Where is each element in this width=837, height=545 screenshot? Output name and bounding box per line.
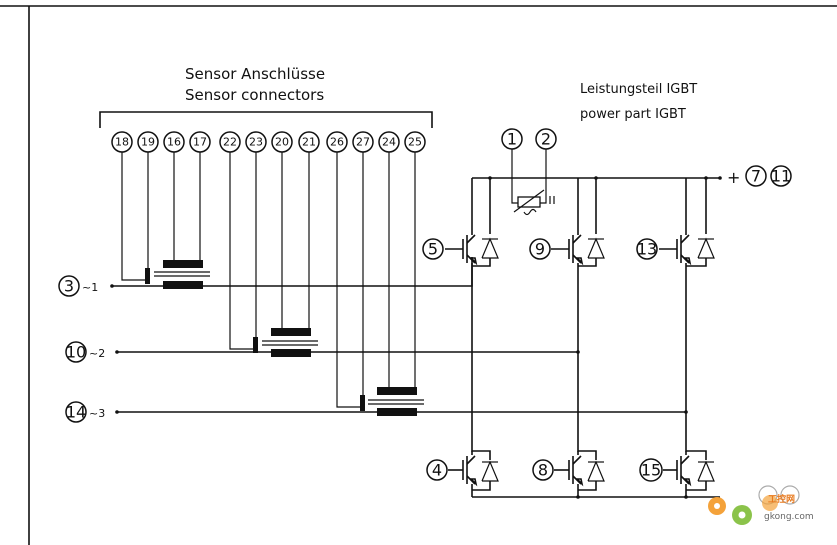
igbt-leg-1: 5 4 [422,178,499,497]
gkong-watermark: 工控网 gkong.com [708,493,814,525]
svg-text:1: 1 [507,130,517,149]
power-title-en: power part IGBT [580,107,686,122]
svg-text:27: 27 [356,136,370,149]
phase-terminal-3: 14 ~3 [65,401,688,423]
current-sensor-3 [336,152,424,416]
svg-text:4: 4 [432,461,442,480]
current-sensor-2 [229,152,318,357]
svg-text:2: 2 [541,130,551,149]
watermark-url: gkong.com [764,512,814,522]
thermistor: 1 2 [501,128,557,216]
svg-text:14: 14 [66,403,86,422]
svg-text:8: 8 [538,461,548,480]
connector-25: 25 [404,131,426,153]
phase-terminal-1: 3 ~1 [58,257,473,297]
connector-26: 26 [326,131,348,153]
svg-text:3: 3 [64,277,74,296]
dc-positive-rail: + 7 11 [472,165,792,187]
svg-text:7: 7 [751,167,761,186]
svg-text:21: 21 [302,136,316,149]
connector-23: 23 [245,131,267,153]
connector-20: 20 [271,131,293,153]
svg-text:~1: ~1 [82,281,98,294]
svg-text:23: 23 [249,136,263,149]
connector-22: 22 [219,131,241,153]
sensor-title-de: Sensor Anschlüsse [185,65,325,83]
connector-17: 17 [189,131,211,153]
svg-text:17: 17 [193,136,207,149]
sensor-title-en: Sensor connectors [185,86,324,104]
svg-text:15: 15 [641,461,661,480]
svg-text:16: 16 [167,136,181,149]
connector-27: 27 [352,131,374,153]
connector-row: 18 19 16 17 22 23 20 21 26 27 24 25 [111,131,426,153]
svg-text:24: 24 [382,136,396,149]
svg-text:25: 25 [408,136,422,149]
igbt-leg-3: 13 15 [636,178,715,497]
svg-text:+: + [727,168,740,187]
gear-icon [708,495,778,525]
dc-negative-rail [472,495,720,499]
connector-21: 21 [298,131,320,153]
phase-terminal-2: 10 ~2 [65,341,580,363]
power-title-de: Leistungsteil IGBT [580,82,697,97]
watermark-text: 工控网 [768,493,795,505]
connector-18: 18 [111,131,133,153]
svg-text:26: 26 [330,136,344,149]
connector-16: 16 [163,131,185,153]
svg-text:20: 20 [275,136,289,149]
connector-19: 19 [137,131,159,153]
connector-24: 24 [378,131,400,153]
svg-text:18: 18 [115,136,129,149]
svg-text:19: 19 [141,136,155,149]
connector-bracket [99,111,433,128]
svg-text:10: 10 [66,343,86,362]
svg-text:9: 9 [535,240,545,259]
svg-text:11: 11 [771,167,791,186]
svg-text:5: 5 [428,240,438,259]
igbt-leg-2: 9 8 [529,178,605,497]
current-sensor-1 [121,152,210,289]
svg-text:~3: ~3 [89,407,105,420]
svg-text:~2: ~2 [89,347,105,360]
svg-text:13: 13 [637,240,657,259]
svg-text:22: 22 [223,136,237,149]
